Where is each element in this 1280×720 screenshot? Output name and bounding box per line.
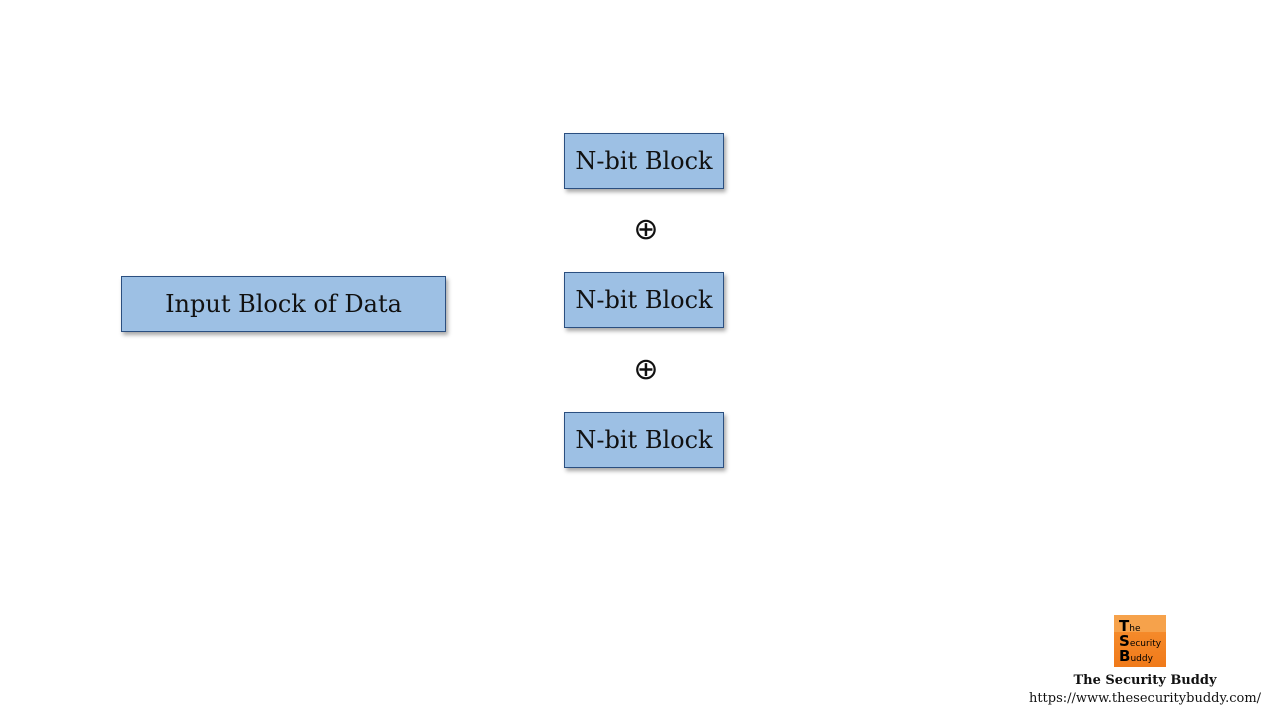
input-block-label: Input Block of Data: [165, 290, 402, 318]
nbit-block-label: N-bit Block: [575, 286, 713, 314]
security-buddy-logo: The Security Buddy: [1114, 615, 1166, 667]
logo-line-1: The: [1119, 617, 1141, 635]
nbit-block-3: N-bit Block: [564, 412, 724, 468]
nbit-block-label: N-bit Block: [575, 426, 713, 454]
logo-line-3: Buddy: [1119, 647, 1153, 665]
input-block-of-data: Input Block of Data: [121, 276, 446, 332]
brand-url: https://www.thesecuritybuddy.com/: [1028, 691, 1262, 706]
nbit-block-2: N-bit Block: [564, 272, 724, 328]
xor-operator-1: ⊕: [633, 212, 659, 247]
xor-operator-2: ⊕: [633, 352, 659, 387]
nbit-block-label: N-bit Block: [575, 147, 713, 175]
logo-line-2: Security: [1119, 632, 1162, 650]
nbit-block-1: N-bit Block: [564, 133, 724, 189]
brand-name: The Security Buddy: [1073, 673, 1217, 688]
